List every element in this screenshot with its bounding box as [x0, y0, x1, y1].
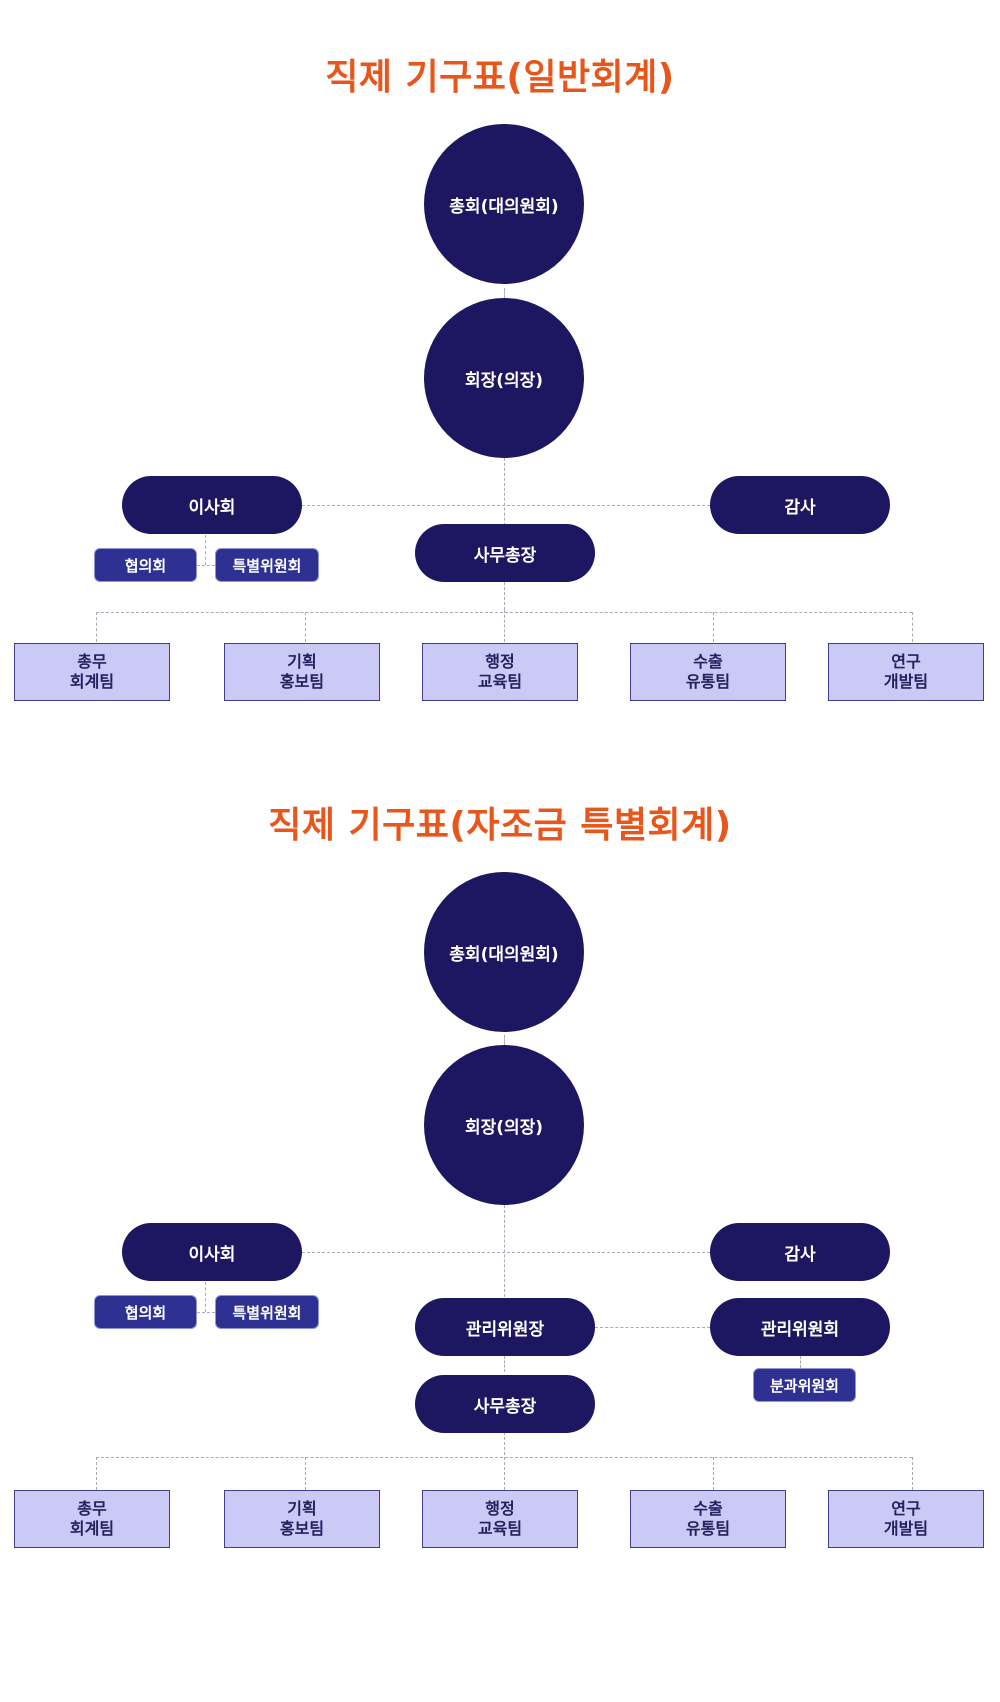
chairman-label: 회장(의장)	[464, 370, 544, 391]
team-line1: 총무	[77, 652, 107, 671]
management-chair-node: 관리위원장	[415, 1298, 595, 1356]
connector	[197, 1312, 215, 1313]
team-line1: 행정	[485, 652, 515, 671]
management-committee-node: 관리위원회	[710, 1298, 890, 1356]
council-label: 협의회	[124, 556, 167, 575]
connector	[96, 1457, 97, 1490]
connector	[305, 1457, 306, 1490]
special-committee-node: 특별위원회	[215, 1295, 319, 1329]
audit-label: 감사	[784, 1244, 816, 1265]
subcommittee-label: 분과위원회	[769, 1376, 839, 1395]
team-line1: 행정	[485, 1499, 515, 1518]
team-line2: 홍보팀	[279, 672, 325, 691]
board-label: 이사회	[188, 1244, 236, 1265]
chairman-node: 회장(의장)	[424, 298, 584, 458]
team-line1: 수출	[693, 652, 723, 671]
connector	[305, 612, 306, 642]
connector	[302, 505, 710, 506]
team-line1: 총무	[77, 1499, 107, 1518]
secretary-general-node: 사무총장	[415, 1375, 595, 1433]
connector	[504, 610, 505, 642]
special-committee-label: 특별위원회	[232, 1303, 302, 1322]
council-node: 협의회	[94, 1295, 197, 1329]
connector	[595, 1327, 710, 1328]
connector	[713, 612, 714, 642]
audit-node: 감사	[710, 476, 890, 534]
connector	[96, 612, 97, 642]
management-committee-label: 관리위원회	[760, 1319, 840, 1340]
special-committee-node: 특별위원회	[215, 548, 319, 582]
connector	[912, 612, 913, 642]
team-line2: 교육팀	[477, 1519, 523, 1538]
connector	[302, 1252, 710, 1253]
team-line1: 기획	[287, 652, 317, 671]
team-line2: 개발팀	[883, 1519, 929, 1538]
chart-title: 직제 기구표(일반회계)	[325, 57, 675, 98]
connector	[504, 1432, 505, 1490]
connector	[504, 1205, 505, 1297]
connector	[197, 565, 215, 566]
connector	[205, 1282, 206, 1312]
connector	[205, 535, 206, 565]
assembly-label: 총회(대의원회)	[449, 944, 559, 965]
team-line1: 연구	[891, 1499, 921, 1518]
management-chair-label: 관리위원장	[465, 1319, 545, 1340]
secretary-general-label: 사무총장	[473, 545, 537, 566]
connector	[504, 1035, 505, 1045]
chart-title: 직제 기구표(자조금 특별회계)	[268, 805, 732, 846]
team-line1: 기획	[287, 1499, 317, 1518]
team-line2: 회계팀	[69, 672, 115, 691]
team-line1: 연구	[891, 652, 921, 671]
connector	[504, 288, 505, 298]
audit-label: 감사	[784, 497, 816, 518]
team-line2: 개발팀	[883, 672, 929, 691]
team-line2: 교육팀	[477, 672, 523, 691]
connector	[800, 1356, 801, 1368]
subcommittee-node: 분과위원회	[753, 1368, 856, 1402]
connector	[713, 1457, 714, 1490]
team-line2: 유통팀	[685, 1519, 731, 1538]
assembly-node: 총회(대의원회)	[424, 872, 584, 1032]
team-line2: 홍보팀	[279, 1519, 325, 1538]
audit-node: 감사	[710, 1223, 890, 1281]
board-label: 이사회	[188, 497, 236, 518]
connector	[912, 1457, 913, 1490]
secretary-general-label: 사무총장	[473, 1396, 537, 1417]
chairman-node: 회장(의장)	[424, 1045, 584, 1205]
special-committee-label: 특별위원회	[232, 556, 302, 575]
secretary-general-node: 사무총장	[415, 524, 595, 582]
team-line2: 유통팀	[685, 672, 731, 691]
org-chart-general: 직제 기구표(일반회계) 총회(대의원회) 회장(의장) 이사회 감사 협의회 …	[0, 0, 1000, 760]
team-line2: 회계팀	[69, 1519, 115, 1538]
council-label: 협의회	[124, 1303, 167, 1322]
board-node: 이사회	[122, 476, 302, 534]
connector	[504, 1356, 505, 1372]
assembly-label: 총회(대의원회)	[449, 196, 559, 217]
team-line1: 수출	[693, 1499, 723, 1518]
council-node: 협의회	[94, 548, 197, 582]
chairman-label: 회장(의장)	[464, 1117, 544, 1138]
board-node: 이사회	[122, 1223, 302, 1281]
assembly-node: 총회(대의원회)	[424, 124, 584, 284]
